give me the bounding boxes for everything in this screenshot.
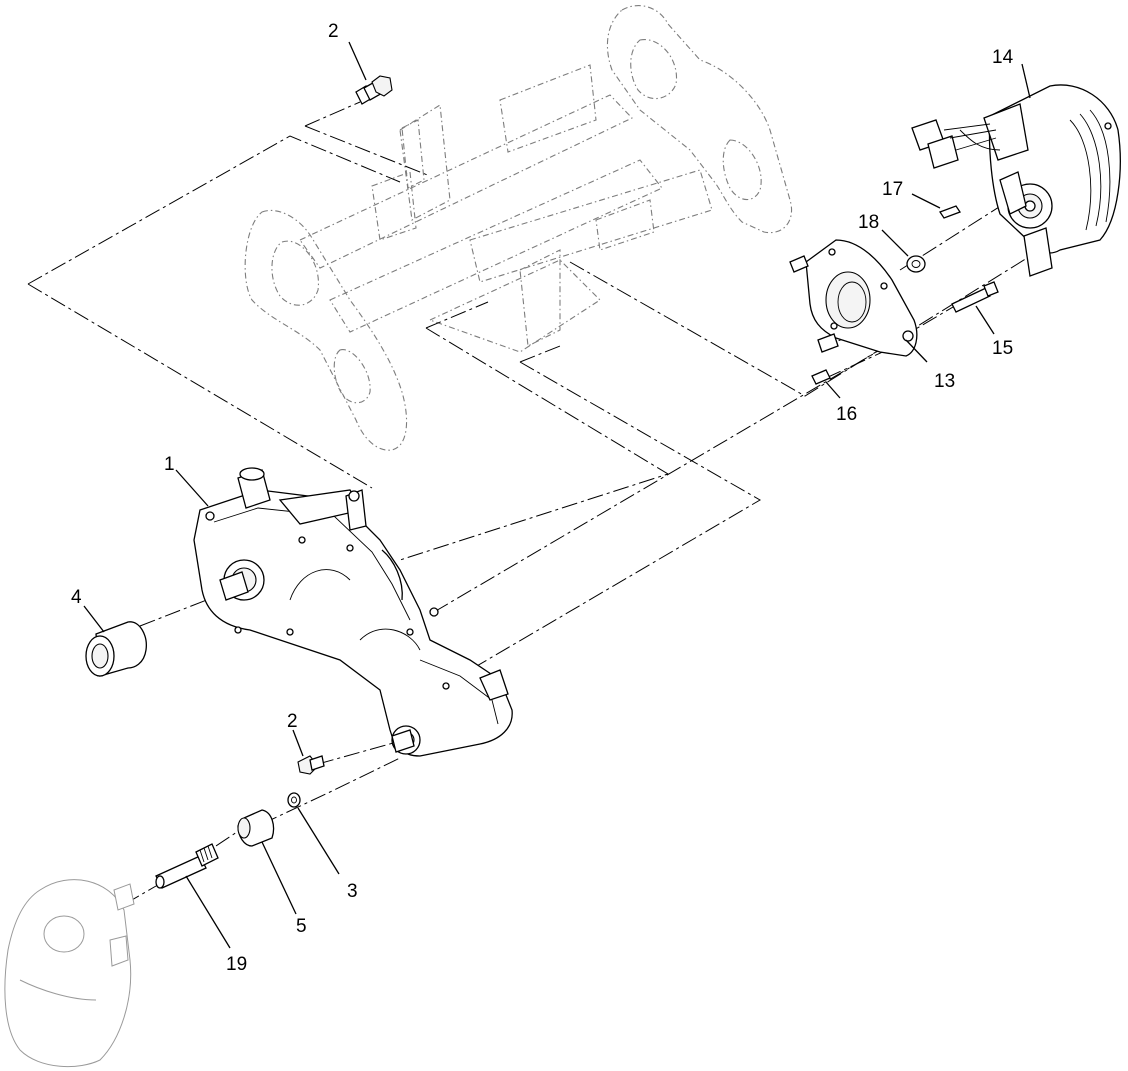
- coupler-part-5: [237, 809, 275, 847]
- callout-16: 16: [836, 404, 857, 425]
- callout-13: 13: [934, 371, 955, 392]
- callout-2-lower: 2: [287, 711, 298, 732]
- callout-3: 3: [347, 881, 358, 902]
- bolt-part-15: [951, 281, 999, 313]
- screw-part-16: [811, 369, 831, 385]
- washer-part-18: [906, 255, 926, 273]
- callout-5: 5: [296, 916, 307, 937]
- callout-labels: 1 2 2 3 4 5 13 14 15 16 17 18 19: [71, 21, 1014, 975]
- mount-plate-part-13: [789, 239, 918, 357]
- callout-18: 18: [858, 212, 879, 233]
- callout-2-top: 2: [328, 21, 339, 42]
- motor-part-14: [911, 84, 1121, 277]
- sleeve-part-4: [85, 621, 147, 677]
- callout-leaders: [83, 41, 1031, 949]
- callout-1: 1: [164, 454, 175, 475]
- housing-ghost: [4, 879, 135, 1068]
- assembly-lines: [27, 101, 1041, 905]
- callout-14: 14: [992, 47, 1014, 68]
- gearbox-part-1: [193, 467, 513, 757]
- washer-part-3: [287, 792, 301, 808]
- bolt-part-2-lower: [297, 755, 325, 775]
- callout-19: 19: [226, 954, 247, 975]
- callout-4: 4: [71, 587, 82, 608]
- frame-ghost: [244, 5, 792, 451]
- callout-15: 15: [992, 338, 1013, 359]
- shaft-part-19: [155, 843, 219, 889]
- bolt-part-2-top: [355, 75, 393, 105]
- callout-17: 17: [882, 179, 903, 200]
- key-part-17: [939, 205, 961, 219]
